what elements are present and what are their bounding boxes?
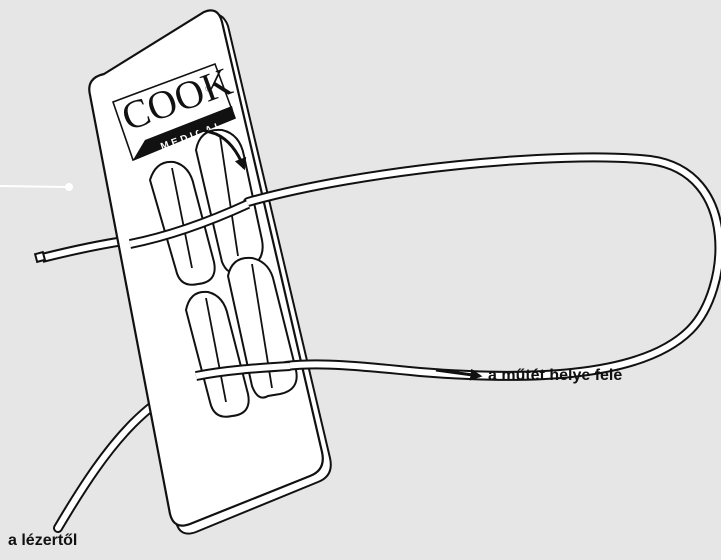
fiber-cable-loop (129, 152, 721, 381)
callout-leader-line (0, 183, 73, 191)
upper-clip-slot (148, 128, 264, 286)
label-from-laser: a lézertől (8, 532, 78, 549)
label-to-surgical-site: a műtét helye felé (488, 367, 623, 384)
organizer-card: COOK ® MEDICAL (88, 9, 332, 535)
fiber-tip (33, 250, 47, 264)
right-arrow-icon (435, 368, 483, 381)
curved-arrow-icon (195, 126, 247, 171)
logo-registered-mark: ® (204, 83, 213, 94)
